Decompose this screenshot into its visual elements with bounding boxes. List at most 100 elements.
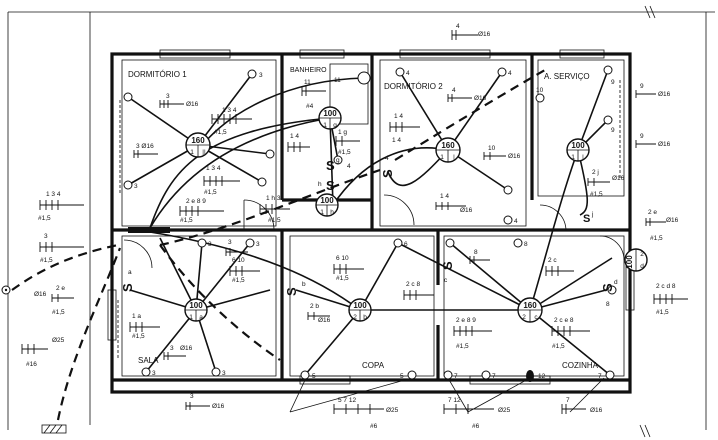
conduit-label: #1,5 bbox=[52, 309, 65, 316]
conduit-label: Ø16 bbox=[478, 31, 491, 38]
outlet-label: 5 bbox=[312, 373, 316, 380]
conduit-label: #1,5 bbox=[180, 217, 193, 224]
outlet-label: 11 bbox=[334, 77, 341, 84]
conduit-label: 5 7 12 bbox=[338, 397, 356, 404]
switch-cmd: g bbox=[336, 157, 340, 164]
conduit-label: #1,5 bbox=[338, 149, 351, 156]
conduit-label: #16 bbox=[26, 361, 37, 368]
luminaire-copa: 100 2 b bbox=[348, 298, 372, 322]
outlet-label: 3 bbox=[152, 370, 156, 377]
wiring bbox=[127, 69, 613, 376]
conduit-label: 4 bbox=[456, 23, 460, 30]
conduit-label: 2 c d 8 bbox=[656, 283, 676, 290]
walls bbox=[110, 52, 632, 394]
conduit-label: Ø16 bbox=[180, 345, 193, 352]
conduit-label: Ø16 bbox=[666, 217, 679, 224]
conduit-label: Ø16 bbox=[612, 175, 625, 182]
luminaire-servico: 100 1 | bbox=[566, 138, 590, 162]
switch-symbol: S bbox=[380, 169, 395, 178]
luminaire-circuit: 1 bbox=[571, 154, 575, 161]
switch-symbol: S bbox=[120, 283, 135, 292]
luminaire-power: 160 bbox=[523, 301, 537, 310]
bottom-leaders bbox=[289, 377, 605, 413]
luminaire-circuit: 2 bbox=[522, 314, 526, 321]
outlet-label: 7 bbox=[454, 373, 458, 380]
conduit-label: Ø25 bbox=[52, 337, 65, 344]
conduit-label: Ø16 bbox=[460, 207, 473, 214]
conduit-label: Ø16 bbox=[658, 141, 671, 148]
outlet-label: 3 bbox=[256, 241, 260, 248]
room-label-sala: SALA bbox=[138, 356, 159, 365]
conduit-label: Ø16 bbox=[508, 153, 521, 160]
switch-cmd: d bbox=[614, 279, 618, 286]
room-label-copa: COPA bbox=[362, 361, 385, 370]
outlet-label: 3 bbox=[208, 241, 212, 248]
luminaire-circuit: 1 bbox=[320, 209, 324, 216]
luminaire-command: | bbox=[453, 154, 455, 161]
conduit-label: Ø16 bbox=[658, 91, 671, 98]
conduit-label: Ø16 bbox=[318, 317, 331, 324]
switch-symbol: S bbox=[284, 287, 299, 296]
switch-symbol: S bbox=[326, 178, 335, 193]
conduit-label: 2 e bbox=[648, 209, 657, 216]
outlet-label: 4 bbox=[508, 70, 512, 77]
conduit-label: 3 bbox=[170, 345, 174, 352]
luminaire-power: 100 bbox=[571, 141, 585, 150]
conduit-label: 1 4 bbox=[394, 113, 403, 120]
switches: S g S h S 4 S a S b S c S d S j bbox=[120, 155, 618, 296]
luminaire-command: c bbox=[534, 314, 538, 321]
switch-cmd: j bbox=[591, 211, 593, 218]
outlet-label: 3 bbox=[222, 370, 226, 377]
luminaire-circuit: 1 bbox=[190, 149, 194, 156]
conduit-label: #1,5 bbox=[132, 333, 145, 340]
site-boundary bbox=[7, 5, 715, 438]
luminaire-command: h bbox=[330, 209, 334, 216]
outlet-label: 4 bbox=[347, 163, 351, 170]
conduit-label: 6 10 bbox=[232, 257, 245, 264]
luminaire-dorm2: 160 1 | bbox=[435, 137, 461, 163]
conduit-label: #6 bbox=[472, 423, 480, 430]
conduit-label: 1 g bbox=[338, 129, 347, 136]
luminaire-power: 100 bbox=[320, 196, 334, 205]
luminaire-command: g bbox=[333, 122, 337, 129]
conduit-label: 9 bbox=[640, 133, 644, 140]
conduit-label: 2 c bbox=[548, 257, 557, 264]
conduit-label: 2 e bbox=[56, 285, 65, 292]
room-label-dorm1: DORMITÓRIO 1 bbox=[128, 70, 187, 79]
luminaire-externa: 100 2 d bbox=[624, 248, 648, 272]
outlet-label: 10 bbox=[536, 87, 544, 94]
luminaire-power: 160 bbox=[191, 136, 205, 145]
luminaire-sala: 100 1 a bbox=[184, 298, 208, 322]
conduit-label: Ø16 bbox=[590, 407, 603, 414]
conduit-label: Ø16 bbox=[212, 403, 225, 410]
outlet-label: 4 bbox=[406, 70, 410, 77]
conduit-label: 2 j bbox=[592, 169, 599, 176]
outlet-label: 8 bbox=[524, 241, 528, 248]
conduit-label: Ø16 bbox=[186, 101, 199, 108]
conduit-label: 3 bbox=[44, 233, 48, 240]
luminaire-power: 100 bbox=[189, 301, 203, 310]
conduit-label: Ø16 bbox=[474, 95, 487, 102]
conduit-label: #1,5 bbox=[204, 189, 217, 196]
conduit-label: 3 bbox=[166, 93, 170, 100]
outlet-label: 5 bbox=[400, 373, 404, 380]
conduit-label: #1,5 bbox=[336, 275, 349, 282]
outlet-label: 3 bbox=[134, 183, 138, 190]
conduit-label: #1,5 bbox=[268, 217, 281, 224]
conduit-annotations: 4 Ø16 3 Ø16 1 3 4 #1,5 3 Ø16 1 3 4 #1,5 … bbox=[21, 23, 688, 430]
room-label-dorm2: DORMITÓRIO 2 bbox=[384, 82, 443, 91]
room-label-cozinha: COZINHA bbox=[562, 361, 599, 370]
conduit-label: 3 Ø16 bbox=[136, 143, 154, 150]
conduit-label: #1,5 bbox=[656, 309, 669, 316]
luminaire-power: 100 bbox=[353, 301, 367, 310]
dimension-dashes bbox=[117, 80, 621, 360]
conduit-label: #4 bbox=[306, 103, 314, 110]
outlet-label: 3 bbox=[259, 72, 263, 79]
luminaire-circuit: 1 bbox=[323, 122, 327, 129]
conduit-label: #1,5 bbox=[456, 343, 469, 350]
luminaire-banheiro: 100 1 g bbox=[318, 106, 342, 130]
conduit-label: Ø25 bbox=[498, 407, 511, 414]
conduit-label: #1,5 bbox=[214, 129, 227, 136]
outlet-label: 4 bbox=[514, 218, 518, 225]
